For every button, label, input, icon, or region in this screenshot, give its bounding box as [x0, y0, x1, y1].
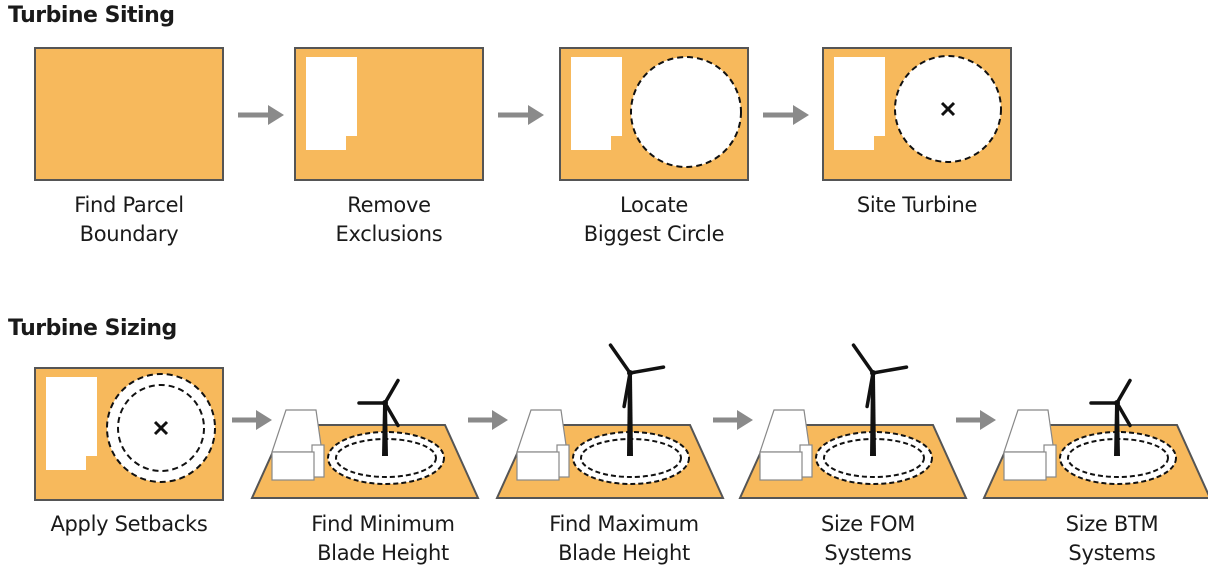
arrow-icon — [763, 105, 809, 125]
sizing-step-1-icon — [34, 367, 224, 501]
turbine-blade — [383, 401, 400, 428]
wind-turbine-icon — [357, 378, 400, 456]
turbine-blade — [628, 365, 666, 375]
exclusion-area — [306, 57, 357, 150]
siting-step-3-icon — [559, 47, 749, 181]
arrow-icon — [713, 410, 753, 430]
turbine-site-x-icon — [940, 101, 956, 117]
building-icon — [516, 409, 570, 481]
turbine-blade — [851, 343, 875, 375]
arrow-icon — [468, 410, 508, 430]
wind-turbine-icon — [851, 343, 909, 456]
siting-step-4-caption: Site Turbine — [856, 193, 978, 217]
turbine-blade — [622, 371, 632, 409]
building-icon — [1003, 409, 1057, 481]
turbine-blade — [871, 365, 909, 375]
exclusion-area — [46, 377, 97, 470]
sizing-step-2-icon — [250, 378, 480, 499]
sizing-step-5-icon — [982, 378, 1208, 499]
arrow-icon — [498, 105, 544, 125]
building-icon — [271, 409, 325, 481]
turbine-blade — [608, 343, 632, 375]
arrow-icon — [232, 410, 272, 430]
siting-step-2-icon — [294, 47, 484, 181]
sizing-step-4-icon — [738, 343, 968, 499]
turbine-blade — [865, 371, 875, 409]
sizing-step-1-caption: Apply Setbacks — [50, 512, 208, 536]
sizing-step-3-icon — [495, 343, 725, 499]
building-icon — [759, 409, 813, 481]
turbine-site-x-icon — [153, 420, 169, 436]
siting-step-4-icon — [822, 47, 1012, 181]
turbine-blade — [1115, 378, 1132, 405]
arrow-icon — [956, 410, 996, 430]
wind-turbine-icon — [608, 343, 666, 456]
biggest-circle — [630, 56, 742, 168]
wind-turbine-icon — [1089, 378, 1132, 456]
parcel-boundary — [34, 47, 224, 181]
siting-title: Turbine Siting — [8, 3, 175, 28]
siting-step-1-icon — [34, 47, 224, 181]
sizing-title: Turbine Sizing — [8, 316, 177, 341]
setback-inner-circle — [117, 384, 205, 472]
turbine-blade — [383, 378, 400, 405]
arrow-icon — [238, 105, 284, 125]
exclusion-area — [571, 57, 622, 150]
turbine-blade — [1115, 401, 1132, 428]
parcel-boundary — [294, 47, 484, 181]
exclusion-area — [834, 57, 885, 150]
